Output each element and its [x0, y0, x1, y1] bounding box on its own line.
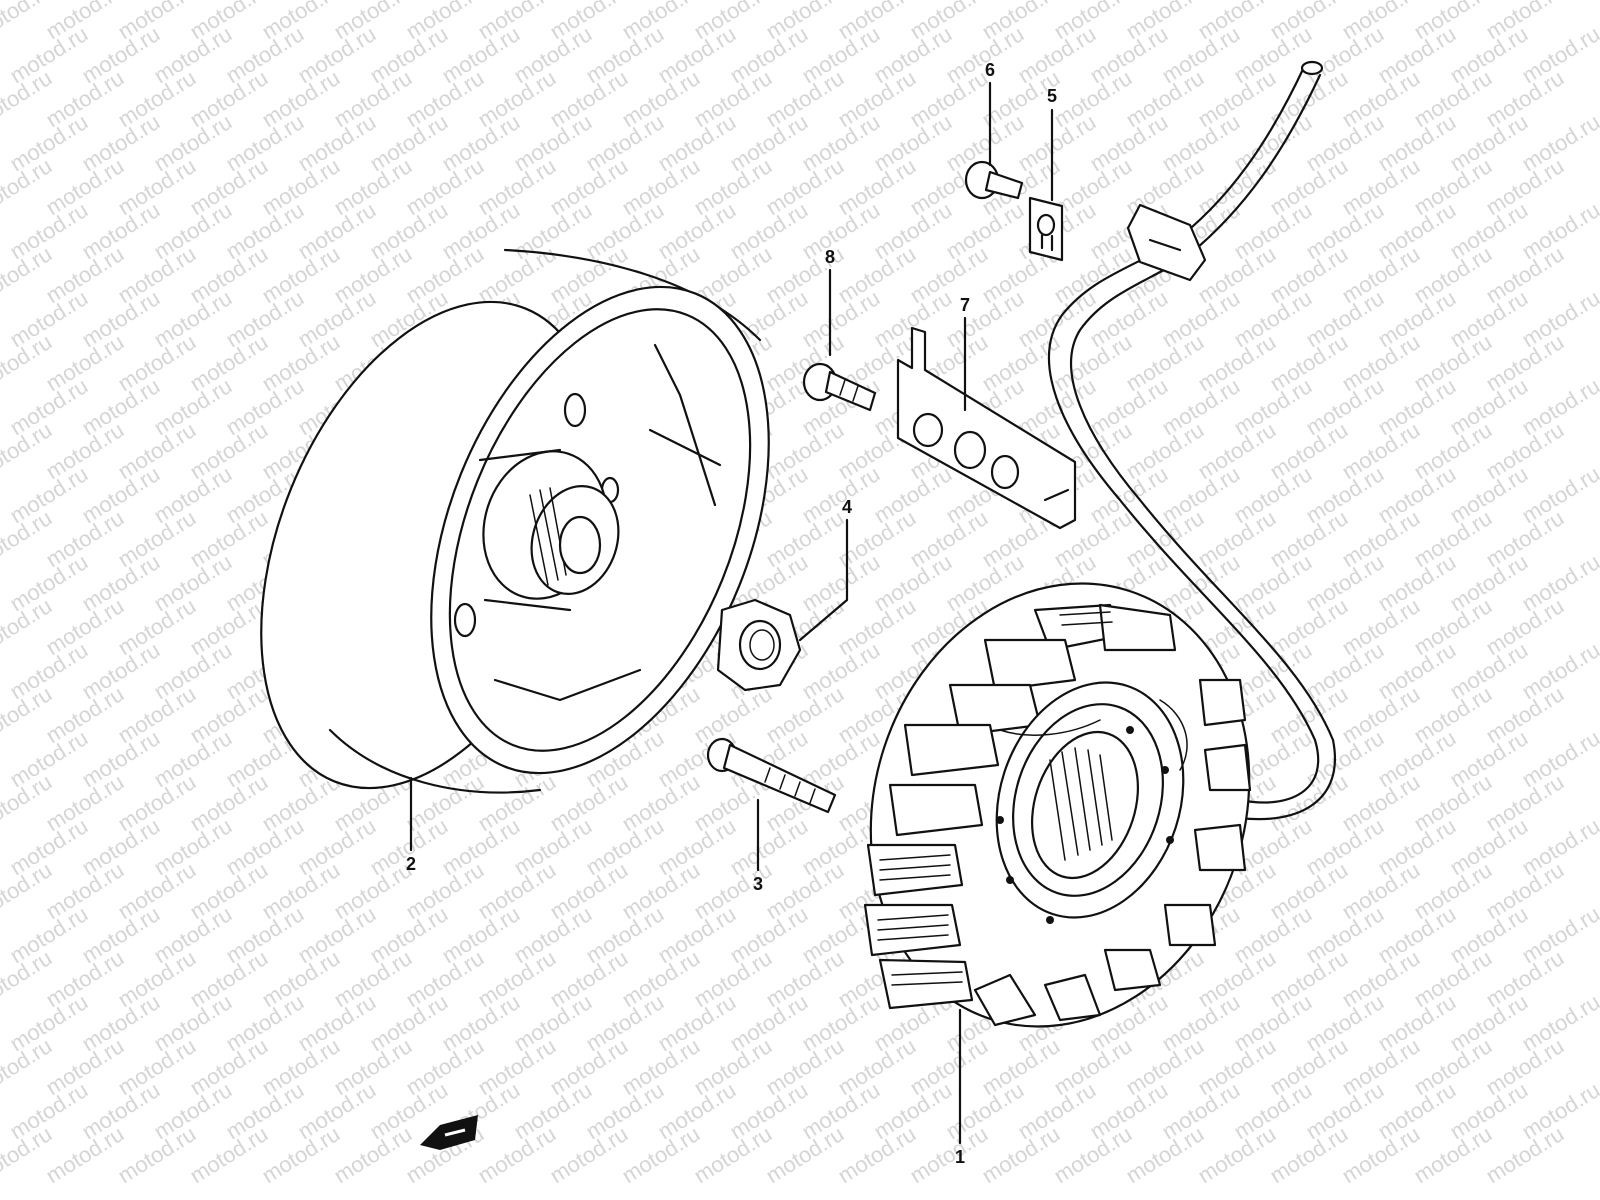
callout-4: 4	[842, 497, 852, 517]
callout-6: 6	[985, 60, 995, 80]
callout-7: 7	[960, 295, 970, 315]
rotor-flywheel	[260, 248, 770, 794]
callout-3: 3	[753, 874, 763, 894]
clamp-screw	[964, 160, 1024, 200]
callout-5: 5	[1047, 86, 1057, 106]
callout-1: 1	[955, 1147, 965, 1167]
callout-2: 2	[406, 854, 416, 874]
lead-wire-clamp	[1028, 196, 1064, 262]
rotor-nut	[716, 598, 802, 692]
callout-8: 8	[825, 247, 835, 267]
